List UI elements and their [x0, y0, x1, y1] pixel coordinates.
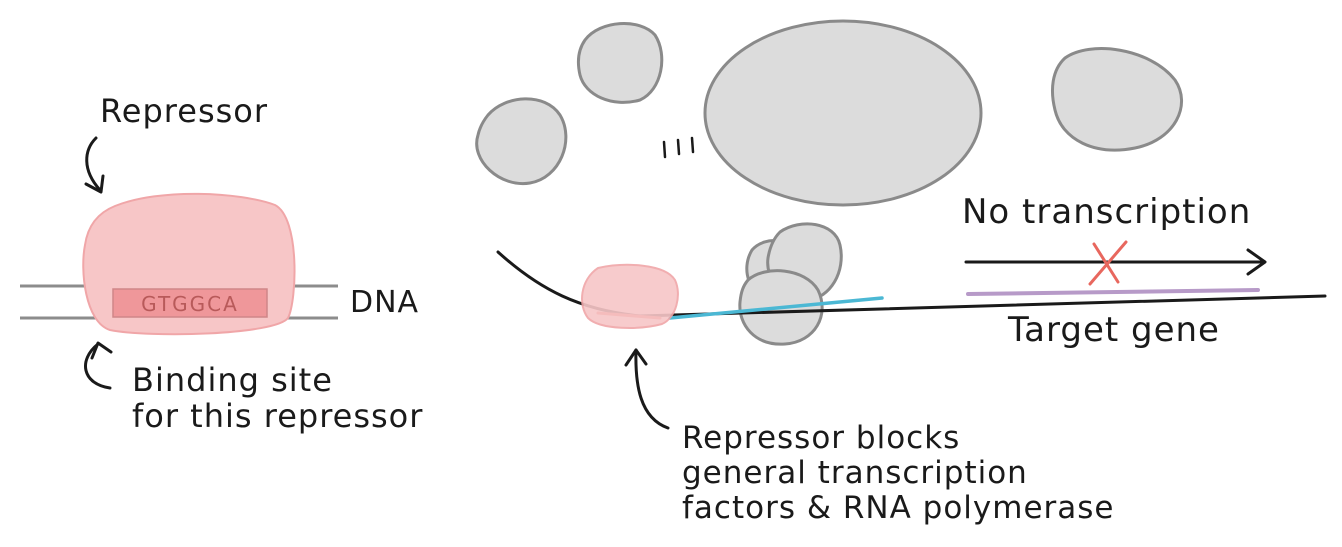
no-transcription-cross-b	[1088, 240, 1128, 286]
protein-large	[703, 19, 983, 207]
blocks-label-line3: factors & RNA polymerase	[682, 490, 1115, 526]
binding-site-arrow	[84, 342, 112, 390]
target-gene-segment	[966, 288, 1260, 296]
dna-label: DNA	[350, 285, 420, 320]
ellipsis-tick-1	[662, 140, 667, 159]
repressor-arrowhead	[84, 174, 105, 194]
protein-blob-1	[475, 97, 568, 186]
promoter-segment	[668, 296, 884, 320]
binding-sequence: GTGGCA	[141, 292, 239, 316]
blocks-label-line2: general transcription	[682, 455, 1028, 491]
repressor-label: Repressor	[100, 92, 269, 130]
no-transcription-label: No transcription	[962, 192, 1252, 232]
ellipsis-tick-2	[676, 138, 681, 156]
binding-site-box	[112, 288, 268, 318]
transcription-arrowhead	[1246, 248, 1267, 276]
binding-site-label-line1: Binding site	[132, 361, 333, 399]
protein-blob-2	[576, 22, 664, 104]
blocks-arrow	[634, 348, 670, 430]
binding-site-arrowhead	[90, 341, 113, 360]
ellipsis-tick-3	[690, 136, 695, 154]
repressor-arrow	[85, 136, 102, 192]
binding-site-label-line2: for this repressor	[132, 397, 424, 435]
repressor-bound	[581, 263, 679, 329]
protein-blob-3	[1051, 47, 1184, 152]
blocks-label-line1: Repressor blocks	[682, 420, 961, 456]
no-transcription-cross-a	[1092, 242, 1120, 284]
blocks-arrowhead	[624, 348, 648, 367]
target-gene-label: Target gene	[1008, 310, 1220, 350]
